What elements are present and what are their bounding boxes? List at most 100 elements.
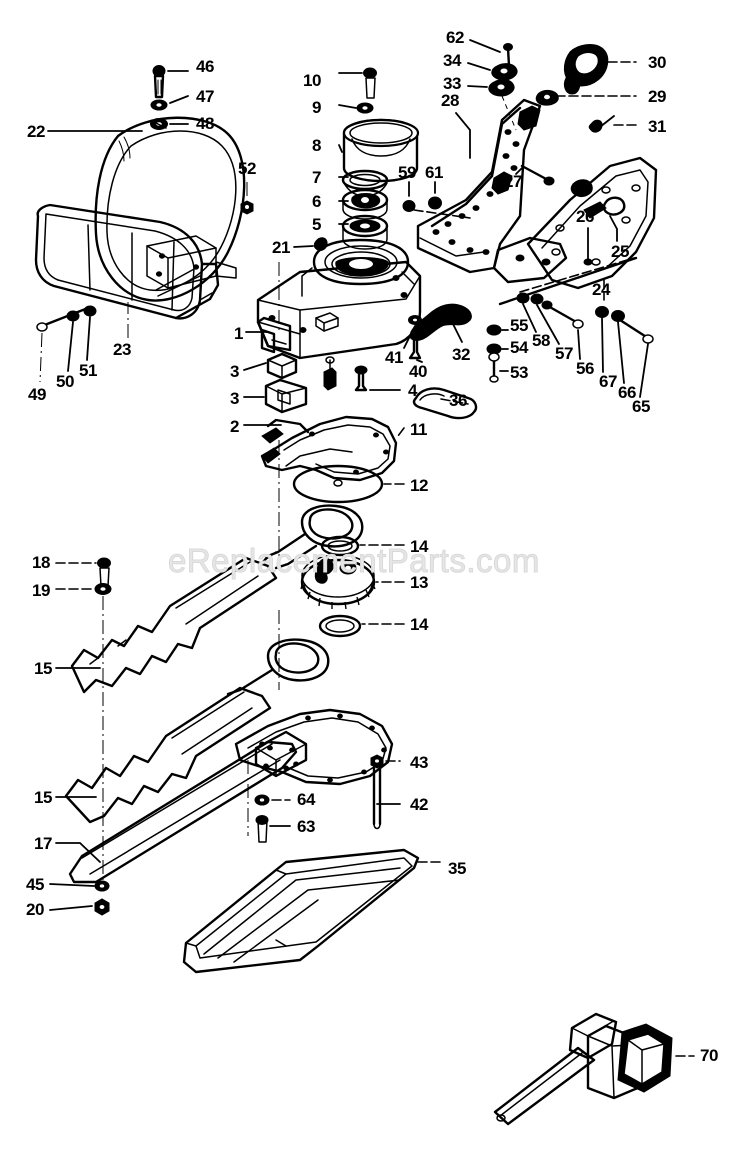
part-35-blade-scabbard: [184, 850, 418, 972]
leader-9: [339, 105, 356, 108]
callout-11: 11: [410, 420, 427, 439]
leader-31a: [600, 116, 614, 127]
part-31-screw: [589, 120, 602, 132]
part-16-drive-link-upper: [260, 506, 362, 568]
callout-25: 25: [611, 242, 629, 261]
leader-21: [294, 246, 313, 247]
leader-8: [339, 145, 342, 152]
callout-64: 64: [297, 790, 315, 809]
callout-43: 43: [410, 753, 428, 772]
part-19-washer: [95, 584, 111, 595]
part-32-lever: [410, 304, 471, 340]
part-5-bearing: [343, 216, 387, 249]
callout-17: 17: [34, 834, 52, 853]
callout-35: 35: [448, 859, 466, 878]
part-1-gearcase-housing: [258, 240, 420, 358]
leader-45: [50, 884, 94, 886]
part-58-washer: [517, 293, 529, 303]
part-64-washer: [255, 795, 269, 805]
part-36-grip-sleeve: [414, 388, 476, 418]
leader-24: [520, 258, 634, 300]
callout-42: 42: [410, 795, 428, 814]
leader-67: [602, 318, 603, 372]
callout-63: 63: [297, 817, 315, 836]
leader-11: [398, 428, 404, 436]
part-28-frame-left: [418, 100, 566, 282]
callout-48: 48: [196, 114, 214, 133]
part-9-washer: [357, 103, 373, 113]
part-13-gear: [301, 555, 375, 609]
callout-23: 23: [113, 340, 131, 359]
part-26-bushing: [584, 259, 592, 265]
part-6-clutch-drum: [343, 190, 387, 219]
part-2-bracket: [262, 420, 308, 443]
callout-41: 41: [385, 348, 403, 367]
leader-58: [523, 304, 536, 332]
part-17-cutter-bar: [70, 742, 296, 882]
callout-30: 30: [648, 53, 666, 72]
callout-59: 59: [398, 163, 416, 182]
callout-57: 57: [555, 344, 573, 363]
leader-25: [610, 216, 617, 241]
leader-40: [417, 360, 422, 362]
callout-70: 70: [700, 1046, 718, 1065]
part-27-bolt: [522, 166, 554, 185]
leader-36: [441, 399, 468, 404]
part-10-bolt: [364, 68, 377, 98]
callout-5: 5: [312, 215, 321, 234]
callout-56: 56: [576, 359, 594, 378]
callout-53: 53: [510, 363, 528, 382]
part-63-screw: [256, 816, 268, 843]
callout-66: 66: [618, 383, 636, 402]
part-16-drive-link-lower: [228, 640, 328, 694]
leader-27: [516, 168, 522, 174]
leader-20: [50, 906, 92, 910]
callout-18: 18: [32, 553, 50, 572]
part-23-hand-guard: [36, 205, 218, 318]
part-29-pivot-pin: [536, 90, 558, 105]
callout-61: 61: [425, 163, 443, 182]
callout-26: 26: [576, 207, 594, 226]
callout-40: 40: [409, 362, 427, 381]
leader-3a: [244, 363, 266, 370]
callout-4: 4: [408, 381, 417, 400]
callout-55: 55: [510, 316, 528, 335]
part-47-washer: [151, 100, 167, 110]
leader-57: [537, 305, 559, 344]
callout-47: 47: [196, 87, 214, 106]
assembly-centerlines: [248, 262, 279, 836]
leader-28: [456, 113, 470, 158]
leader-47: [170, 96, 188, 103]
part-43-nut: [371, 755, 383, 768]
part-53-screw: [489, 353, 499, 382]
part-15-blade-upper: [72, 558, 276, 692]
part-46-bolt: [153, 66, 165, 98]
callout-14-upper: 14: [410, 537, 428, 556]
callout-27: 27: [504, 172, 522, 191]
callout-67: 67: [599, 372, 617, 391]
callout-24: 24: [592, 280, 610, 299]
part-65-bolt: [620, 320, 653, 343]
part-50-washer: [67, 311, 79, 321]
part-18-bolt: [98, 558, 111, 586]
part-56-bolt: [542, 301, 583, 328]
part-3-mount-block-lower: [266, 380, 306, 412]
part-34-clamp: [492, 64, 517, 80]
part-62-screw: [504, 44, 513, 67]
leader-34: [468, 63, 490, 70]
part-3-mount-block-upper: [268, 354, 296, 378]
callout-7: 7: [312, 168, 321, 187]
callout-22: 22: [27, 122, 45, 141]
callout-3-lower: 3: [230, 389, 239, 408]
leader-51: [87, 317, 90, 360]
part-12-plate: [294, 466, 382, 502]
callout-32: 32: [452, 345, 470, 364]
callout-21: 21: [272, 238, 290, 257]
callout-46: 46: [196, 57, 214, 76]
callout-58: 58: [532, 331, 550, 350]
part-42-long-bolt: [374, 768, 380, 829]
callout-15-upper: 15: [34, 659, 52, 678]
callout-28: 28: [441, 91, 459, 110]
part-55-washer: [487, 325, 501, 335]
